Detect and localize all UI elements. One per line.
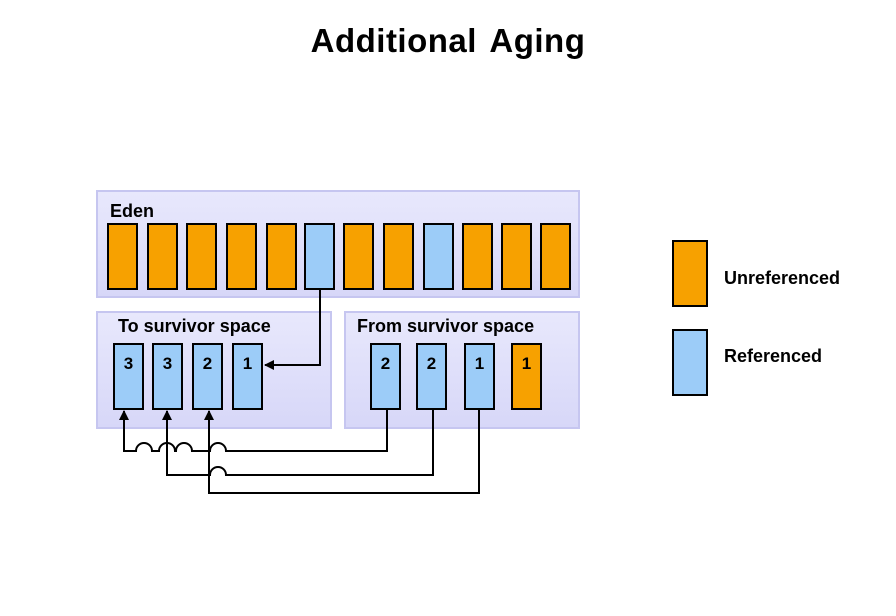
from-survivor-object: 2 — [370, 343, 401, 410]
from-age2b-to-age3b-wire — [162, 409, 434, 476]
to-survivor-label: To survivor space — [118, 316, 271, 336]
eden-object — [383, 223, 414, 290]
eden-label: Eden — [110, 201, 155, 221]
to-survivor-object-age: 3 — [123, 354, 134, 373]
from-survivor-object-age: 1 — [521, 354, 532, 373]
eden-object — [226, 223, 257, 290]
legend-unreferenced-label: Unreferenced — [724, 268, 841, 288]
to-survivor-object: 3 — [152, 343, 183, 410]
from-survivor-object-age: 2 — [426, 354, 437, 373]
eden-object — [540, 223, 571, 290]
eden-object — [343, 223, 374, 290]
to-survivor-object: 1 — [232, 343, 263, 410]
eden-object — [186, 223, 217, 290]
from-survivor-object-age: 1 — [474, 354, 485, 373]
from-age1-to-age2-wire — [204, 409, 480, 494]
from-age2a-to-age3a-wire — [119, 409, 388, 452]
eden-object — [501, 223, 532, 290]
eden-object — [266, 223, 297, 290]
to-survivor-object: 2 — [192, 343, 223, 410]
eden-object — [147, 223, 178, 290]
to-survivor-object-age: 2 — [202, 354, 213, 373]
eden-object — [107, 223, 138, 290]
from-survivor-object: 1 — [511, 343, 542, 410]
legend-referenced-swatch — [672, 329, 708, 396]
from-survivor-object-age: 2 — [380, 354, 391, 373]
from-survivor-object: 1 — [464, 343, 495, 410]
eden-object — [304, 223, 335, 290]
eden-to-survivor-arrow — [264, 289, 321, 370]
from-survivor-object: 2 — [416, 343, 447, 410]
legend-referenced-label: Referenced — [724, 346, 823, 366]
eden-object — [423, 223, 454, 290]
eden-object — [462, 223, 493, 290]
to-survivor-object: 3 — [113, 343, 144, 410]
to-survivor-object-age: 3 — [162, 354, 173, 373]
to-survivor-object-age: 1 — [242, 354, 253, 373]
legend-unreferenced-swatch — [672, 240, 708, 307]
from-survivor-label: From survivor space — [357, 316, 535, 336]
page-title: Additional Aging — [310, 22, 586, 59]
